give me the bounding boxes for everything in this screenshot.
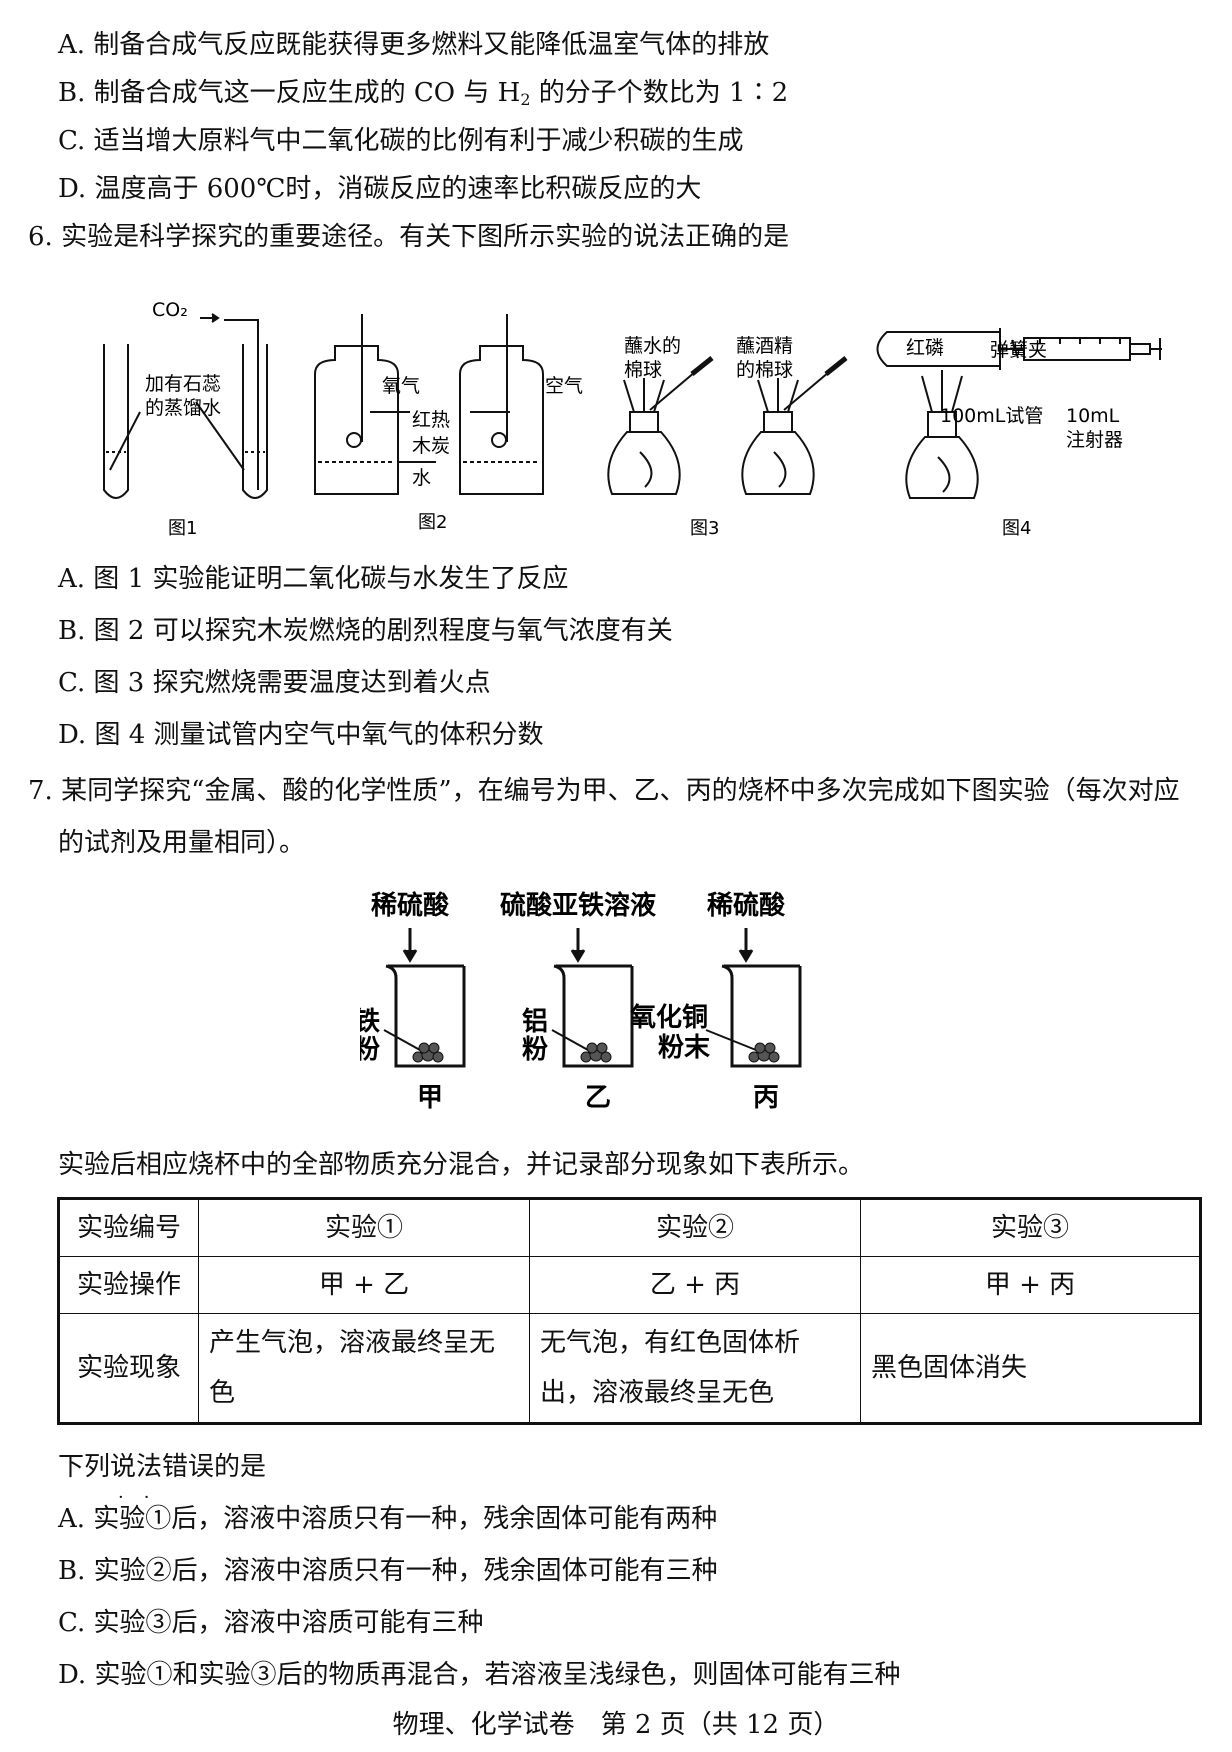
table-header-number: 实验编号 [58,1198,199,1257]
beaker-jia-solid-line2: 粉 [360,1035,380,1065]
fig3-alcohol-ball-line2: 的棉球 [736,359,793,381]
q6-option-c: C. 图 3 探究燃烧需要温度达到着火点 [58,668,491,698]
fig1-label-line2: 的蒸馏水 [145,397,221,419]
table-cell-phenomenon-3: 黑色固体消失 [860,1313,1201,1424]
fig4-diagram [876,328,1162,499]
q7-question: 下列说法错误的是 [58,1452,267,1482]
table-row-number: 实验编号 实验① 实验② 实验③ [58,1198,1201,1257]
fig2-charcoal-line1: 红热 [412,409,450,431]
fig4-syringe-line2: 注射器 [1066,429,1123,451]
table-row-phenomenon: 实验现象 产生气泡，溶液最终呈无色 无气泡，有红色固体析出，溶液最终呈无色 黑色… [58,1313,1201,1424]
page-footer: 物理、化学试卷 第 2 页（共 12 页） [392,1710,840,1740]
q5-option-b-tail: 的分子个数比为 1∶2 [530,78,789,108]
beaker-jia-reagent: 稀硫酸 [371,890,450,921]
table-cell-operation-3: 甲 + 丙 [860,1256,1201,1314]
table-row-operation: 实验操作 甲 + 乙 乙 + 丙 甲 + 丙 [58,1256,1201,1314]
q7-option-d: D. 实验①和实验③后的物质再混合，若溶液呈浅绿色，则固体可能有三种 [58,1660,901,1690]
q6-figures: CO₂ 加有石蕊 的蒸馏水 图1 氧气 空气 红热 木炭 水 图2 蘸水的 棉球… [103,299,1162,539]
table-cell-operation-1: 甲 + 乙 [198,1256,530,1314]
beaker-jia-solid-line1: 铁 [360,1006,380,1037]
q6-option-a: A. 图 1 实验能证明二氧化碳与水发生了反应 [58,564,569,594]
q7-stem-line2: 的试剂及用量相同）。 [58,828,306,858]
q7-option-c: C. 实验③后，溶液中溶质可能有三种 [58,1608,484,1638]
beaker-bing-solid-line2: 粉末 [658,1033,711,1063]
q5-option-a: A. 制备合成气反应既能获得更多燃料又能降低温室气体的排放 [58,30,770,60]
q6-option-d: D. 图 4 测量试管内空气中氧气的体积分数 [58,720,544,750]
beaker-yi-solid-line1: 铝 [522,1007,548,1037]
q7-beakers-figure: 稀硫酸 铁 粉 甲 硫酸亚铁溶液 铝 粉 乙 稀硫酸 氧化铜 粉末 丙 [360,890,802,1113]
table-cell-number-2: 实验② [529,1198,861,1257]
fig1-diagram [103,313,268,499]
q7-option-b: B. 实验②后，溶液中溶质只有一种，残余固体可能有三种 [58,1556,718,1586]
beaker-bing-solid-line1: 氧化铜 [629,1003,708,1033]
table-header-operation: 实验操作 [58,1256,199,1314]
fig3-water-ball-line1: 蘸水的 [624,335,681,357]
table-cell-phenomenon-1: 产生气泡，溶液最终呈无色 [198,1313,530,1424]
fig2-caption: 图2 [418,512,447,533]
q5-option-d: D. 温度高于 600℃时，消碳反应的速率比积碳反应的大 [58,174,702,204]
table-cell-phenomenon-2: 无气泡，有红色固体析出，溶液最终呈无色 [529,1313,861,1424]
fig3-water-ball-line2: 棉球 [624,359,662,381]
fig3-diagram [607,356,848,495]
beaker-bing-reagent: 稀硫酸 [707,890,786,921]
fig3-caption: 图3 [690,518,719,539]
beaker-bing-name: 丙 [753,1083,779,1113]
q6-stem: 6. 实验是科学探究的重要途径。有关下图所示实验的说法正确的是 [28,222,790,252]
table-header-phenomenon: 实验现象 [58,1313,199,1424]
fig4-phosphorus-label: 红磷 [906,337,944,359]
fig2-air-label: 空气 [545,375,583,397]
q5-option-c: C. 适当增大原料气中二氧化碳的比例有利于减少积碳的生成 [58,126,744,156]
emphasis-dots: ·· [118,1487,170,1508]
beaker-yi-name: 乙 [585,1083,611,1113]
fig4-syringe-line1: 10mL [1066,405,1120,427]
fig3-alcohol-ball-line1: 蘸酒精 [736,335,793,357]
q7-stem-line1: 7. 某同学探究“金属、酸的化学性质”，在编号为甲、乙、丙的烧杯中多次完成如下图… [28,776,1180,806]
fig4-tube-label: 100mL试管 [940,405,1043,427]
q7-option-a: A. 实验①后，溶液中溶质只有一种，残余固体可能有两种 [58,1504,718,1534]
fig2-charcoal-line2: 木炭 [412,435,450,457]
fig2-water-label: 水 [412,467,431,489]
fig1-caption: 图1 [168,518,197,539]
q5-option-b: B. 制备合成气这一反应生成的 CO 与 H2 的分子个数比为 1∶2 [58,76,788,117]
experiment-table: 实验编号 实验① 实验② 实验③ 实验操作 甲 + 乙 乙 + 丙 甲 + 丙 … [57,1197,1202,1425]
fig2-oxygen-label: 氧气 [382,375,420,397]
table-cell-number-1: 实验① [198,1198,530,1257]
beaker-yi-reagent: 硫酸亚铁溶液 [500,890,656,921]
q7-mix-text: 实验后相应烧杯中的全部物质充分混合，并记录部分现象如下表所示。 [58,1150,865,1180]
fig4-clip-label: 弹簧夹 [990,339,1047,361]
table-cell-operation-2: 乙 + 丙 [529,1256,861,1314]
beaker-yi-solid-line2: 粉 [522,1035,548,1065]
q5-option-b-subscript: 2 [520,90,531,109]
fig4-caption: 图4 [1002,518,1031,539]
fig2-diagram [314,314,544,495]
table-cell-number-3: 实验③ [860,1198,1201,1257]
q5-option-b-text: B. 制备合成气这一反应生成的 CO 与 H [58,78,521,108]
fig1-label-line1: 加有石蕊 [145,373,221,395]
fig1-co2-label: CO₂ [152,299,188,321]
q6-option-b: B. 图 2 可以探究木炭燃烧的剧烈程度与氧气浓度有关 [58,616,673,646]
beaker-jia-name: 甲 [417,1083,443,1113]
